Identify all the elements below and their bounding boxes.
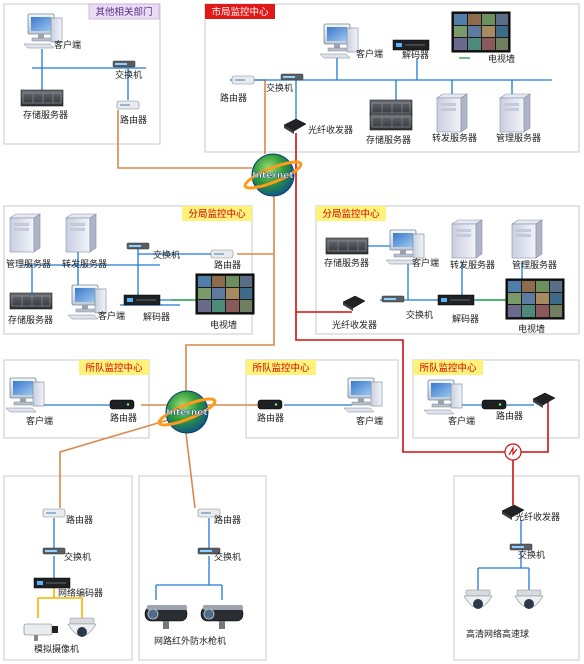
bl-client-label: 客户端 <box>98 310 125 322</box>
city-tvwall-label: 电视墙 <box>488 53 515 65</box>
br-manage-server-icon <box>511 219 543 259</box>
as-switch-icon <box>42 547 66 555</box>
city-router-icon <box>231 75 255 85</box>
br-forward-server-icon <box>451 219 483 259</box>
ir-switch-label: 交换机 <box>214 551 241 563</box>
bl-router-icon <box>210 249 234 259</box>
bl-decoder-icon <box>123 294 161 306</box>
bl-manage-label: 管理服务器 <box>6 258 51 270</box>
br-fiber-tx-label: 光纤收发器 <box>332 319 377 331</box>
sl-router-label: 路由器 <box>110 412 137 424</box>
others-client-label: 客户端 <box>54 39 81 51</box>
br-tvwall-icon <box>505 278 565 320</box>
bl-storage-label: 存储服务器 <box>8 314 53 326</box>
as-camera-label: 模拟摄像机 <box>34 643 79 655</box>
panel-ir-site <box>138 475 267 661</box>
city-tvwall-icon <box>451 11 511 53</box>
br-switch-icon <box>381 295 405 303</box>
panel-branch-left-title: 分局监控中心 <box>188 208 246 220</box>
video-links <box>171 57 505 301</box>
br-decoder-icon <box>437 294 475 306</box>
others-storage-label: 存储服务器 <box>23 109 68 121</box>
hd-camera-label: 高清网络高速球 <box>466 628 529 640</box>
others-switch-icon <box>112 60 136 68</box>
city-storage-icon-2 <box>369 113 413 131</box>
bl-router-label: 路由器 <box>214 259 241 271</box>
city-storage-label: 存储服务器 <box>366 134 411 146</box>
city-storage-icon <box>369 99 413 117</box>
panel-others-title: 其他相关部门 <box>95 6 152 18</box>
city-switch-icon <box>280 73 304 81</box>
br-decoder-label: 解码器 <box>452 313 479 325</box>
br-forward-label: 转发服务器 <box>450 259 495 271</box>
bl-manage-server-icon <box>9 213 41 253</box>
panel-city-title: 市局监控中心 <box>211 6 269 18</box>
analog-links <box>37 588 83 618</box>
sm-router-label: 路由器 <box>257 412 284 424</box>
ir-camera-label: 网路红外防水枪机 <box>154 635 226 647</box>
panel-station-left-title: 所队监控中心 <box>85 362 143 374</box>
panel-branch-right-title: 分局监控中心 <box>322 208 380 220</box>
sm-client-label: 客户端 <box>356 415 383 427</box>
others-router-icon <box>116 100 140 110</box>
sm-router-icon <box>257 399 283 410</box>
city-decoder-icon <box>392 39 430 51</box>
br-tvwall-label: 电视墙 <box>518 323 545 335</box>
sr-router-icon <box>481 399 507 410</box>
br-switch-label: 交换机 <box>406 309 433 321</box>
city-decoder-label: 解码器 <box>402 49 429 61</box>
internet-label-2: Internet <box>166 408 208 418</box>
panel-analog-site <box>3 475 133 661</box>
as-encoder-icon <box>33 577 71 589</box>
as-encoder-label: 网络编码器 <box>58 587 103 599</box>
city-client-label: 客户端 <box>356 48 383 60</box>
hd-switch-label: 交换机 <box>518 549 545 561</box>
sr-client-label: 客户端 <box>448 415 475 427</box>
as-router-label: 路由器 <box>66 514 93 526</box>
bl-tvwall-icon <box>195 273 255 315</box>
city-forward-server-icon <box>436 93 468 133</box>
bl-decoder-label: 解码器 <box>143 311 170 323</box>
bl-switch-icon <box>126 242 150 250</box>
bl-forward-label: 转发服务器 <box>62 258 107 270</box>
others-storage-icon <box>20 89 64 107</box>
br-storage-icon <box>325 237 369 255</box>
sr-router-label: 路由器 <box>496 410 523 422</box>
city-switch-label: 交换机 <box>266 82 293 94</box>
city-router-label: 路由器 <box>220 92 247 104</box>
fiber-link-marker <box>504 443 522 461</box>
city-forward-label: 转发服务器 <box>432 132 477 144</box>
hd-switch-icon <box>509 543 533 551</box>
as-switch-label: 交换机 <box>64 551 91 563</box>
bl-storage-icon <box>9 292 53 310</box>
sl-client-label: 客户端 <box>26 415 53 427</box>
bl-tvwall-label: 电视墙 <box>210 319 237 331</box>
ir-router-label: 路由器 <box>214 514 241 526</box>
internet-label-1: Internet <box>252 171 294 181</box>
panel-station-mid-title: 所队监控中心 <box>252 362 310 374</box>
br-storage-label: 存储服务器 <box>324 257 369 269</box>
panel-station-right-title: 所队监控中心 <box>419 362 477 374</box>
br-manage-label: 管理服务器 <box>512 259 557 271</box>
hd-fiber-tx-label: 光纤收发器 <box>515 511 560 523</box>
others-router-label: 路由器 <box>120 114 147 126</box>
bl-switch-label: 交换机 <box>153 249 180 261</box>
sl-router-icon <box>109 399 135 410</box>
others-switch-label: 交换机 <box>115 69 142 81</box>
as-router-icon <box>42 508 66 518</box>
bl-forward-server-icon <box>65 213 97 253</box>
city-fiber-tx-label: 光纤收发器 <box>308 124 353 136</box>
br-client-label: 客户端 <box>412 257 439 269</box>
city-manage-server-icon <box>499 93 531 133</box>
wan-links <box>59 79 549 509</box>
city-manage-label: 管理服务器 <box>496 132 541 144</box>
